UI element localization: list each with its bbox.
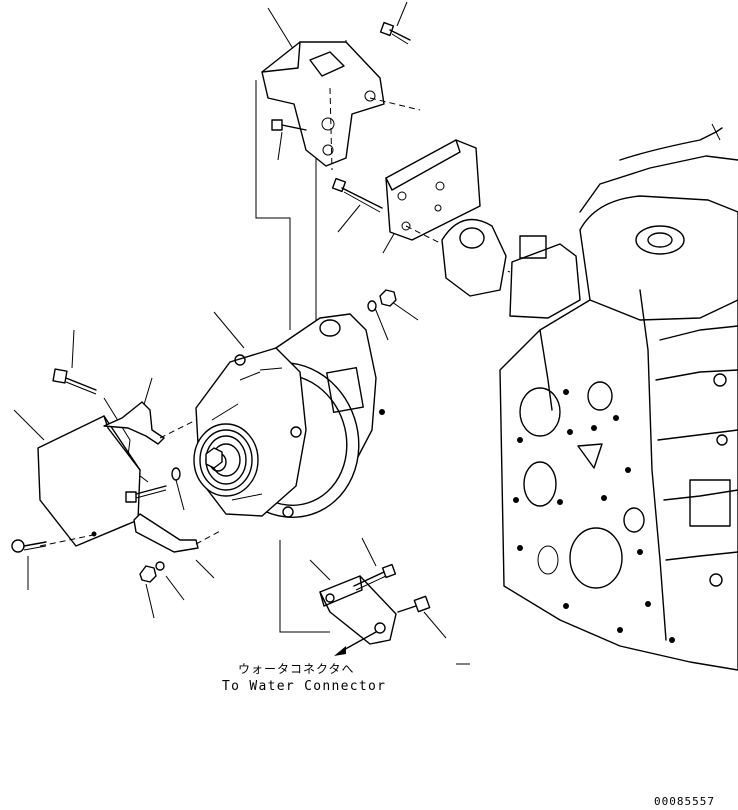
lower-pipe-bracket <box>319 575 397 645</box>
upper-bracket <box>261 41 421 171</box>
caption-english: To Water Connector <box>222 679 387 694</box>
engine-block <box>499 127 738 671</box>
washer-left <box>171 467 181 481</box>
bolt-top <box>379 21 411 45</box>
nut-upper <box>367 289 397 312</box>
bolt-lower-b <box>397 595 431 613</box>
belt-cover <box>37 415 141 547</box>
alternator <box>193 313 385 518</box>
assembly-outline <box>103 40 347 633</box>
drawing-code: 00085557 <box>654 795 715 808</box>
water-connector-arrow <box>334 631 470 665</box>
bolt-lower-a <box>353 563 397 591</box>
long-bolt <box>331 177 383 213</box>
mounting-plate <box>385 139 511 273</box>
nut-lower-left <box>139 561 165 583</box>
lower-stay <box>133 513 223 553</box>
engine-mount-ear <box>441 218 507 297</box>
bolt-alternator-left <box>125 485 167 503</box>
caption-japanese: ウォータコネクタへ <box>238 662 355 676</box>
upper-stay <box>103 401 197 445</box>
bolt-cover-top <box>52 368 97 395</box>
bolt-bracket-left <box>271 119 307 131</box>
bolt-cover-bottom <box>11 539 47 553</box>
